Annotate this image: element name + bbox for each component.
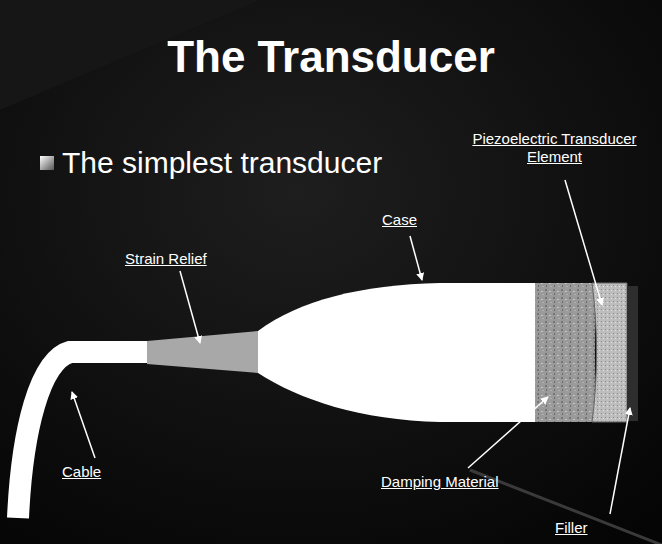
piezoelectric-element <box>592 283 627 422</box>
cable <box>18 352 150 518</box>
strain-relief <box>147 331 258 373</box>
part-label: Cable <box>62 463 101 481</box>
part-label: Damping Material <box>381 473 499 491</box>
part-label: Piezoelectric Transducer Element <box>452 130 657 166</box>
slide-title: The Transducer <box>0 32 662 82</box>
leader-lines <box>72 180 630 514</box>
filler <box>627 286 638 421</box>
bullet-text: The simplest transducer <box>62 146 382 180</box>
part-label: Case <box>382 211 417 229</box>
part-label: Filler <box>555 519 588 537</box>
part-label: Strain Relief <box>125 250 207 268</box>
bullet-square <box>40 156 54 170</box>
case <box>258 283 536 422</box>
